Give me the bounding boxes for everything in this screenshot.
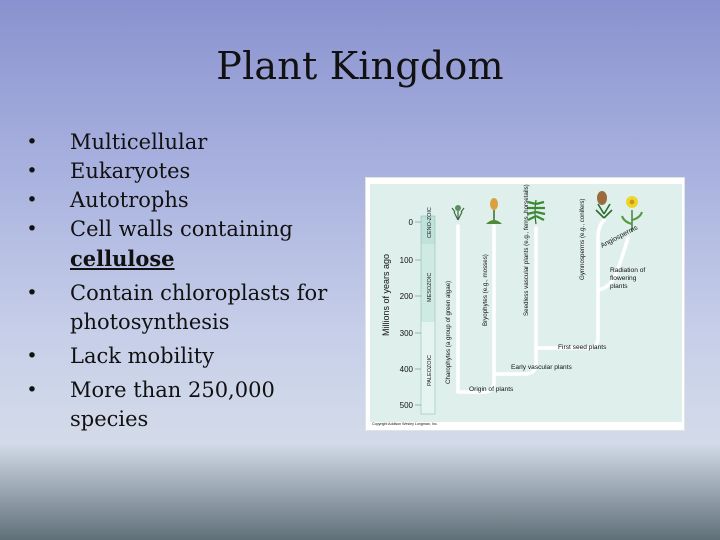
group-label-bryophytes: Bryophytes (e.g., mosses) [482,254,489,326]
annotation-line: Radiation of [610,267,645,274]
flower-icon [621,196,643,232]
era-bar-frame [420,215,436,415]
bullet-text-continued: photosynthesis [70,310,230,334]
figure-credit: Copyright Addison Wesley Longman, Inc. [372,422,438,426]
tick-label: 300 [400,329,414,338]
era-label-cenozoic: CENO-ZOIC [427,207,433,238]
bullet-text: Multicellular [70,130,208,154]
conifer-icon [595,191,613,219]
bullet-dot-icon: • [26,282,38,304]
axis-label: Millions of years ago [381,254,391,336]
bullet-dot-icon: • [26,218,38,240]
era-label-paleozoic: PALEOZOIC [427,355,433,386]
fern-icon [526,199,546,225]
plant-evolution-figure: Millions of years ago 0 100 200 300 400 … [366,178,684,430]
annotation-first-seed-plants: First seed plants [558,344,607,351]
bullet-list: • Multicellular • Eukaryotes • Autotrophs •… [22,128,352,434]
green-alga-icon [451,205,465,221]
bullet-item: • Multicellular [22,128,352,157]
tick-label: 100 [400,256,414,265]
annotation-early-vascular: Early vascular plants [511,364,573,371]
group-label-seedless-vascular: Seedless vascular plants (e.g., ferns, h… [523,184,530,316]
tick-label: 500 [400,401,414,410]
bullet-text: Cell walls containing [70,217,293,241]
tick-label: 200 [400,292,414,301]
bullet-text: More than 250,000 [70,378,275,402]
bullet-emphasis: cellulose [70,246,175,271]
bullet-item: • Eukaryotes [22,157,352,186]
bullet-text: Autotrophs [70,188,189,212]
bullet-item: • More than 250,000 species [22,376,352,434]
era-bar-paleozoic [421,322,435,414]
bullet-item: • Cell walls containing cellulose [22,215,352,274]
annotation-line: plants [610,283,628,290]
phylogeny-diagram: Millions of years ago 0 100 200 300 400 … [370,184,682,426]
slide-title: Plant Kingdom [216,44,504,88]
bullet-dot-icon: • [26,345,38,367]
bullet-dot-icon: • [26,131,38,153]
bullet-text: Eukaryotes [70,159,191,183]
moss-icon [486,198,502,224]
phylogeny-branches [456,218,630,394]
group-label-charophytes: Charophytes (a group of green algae) [445,281,452,384]
bullet-text-continued: species [70,407,149,431]
bullet-dot-icon: • [26,189,38,211]
bullet-dot-icon: • [26,160,38,182]
era-bar-cenozoic [421,216,435,244]
bullet-text: Contain chloroplasts for [70,281,328,305]
bullet-dot-icon: • [26,379,38,401]
bullet-item: • Lack mobility [22,342,352,371]
tick-label: 0 [409,218,414,227]
annotation-line: flowering [610,275,637,282]
bullet-item: • Contain chloroplasts for photosynthesis [22,279,352,337]
group-label-gymnosperms: Gymnosperms (e.g., conifers) [579,199,586,281]
era-bar-mesozoic [421,244,435,322]
bullet-text: Lack mobility [70,344,215,368]
era-label-mesozoic: MESOZOIC [427,273,433,302]
tick-label: 400 [400,365,414,374]
bullet-item: • Autotrophs [22,186,352,215]
annotation-origin: Origin of plants [469,386,514,393]
